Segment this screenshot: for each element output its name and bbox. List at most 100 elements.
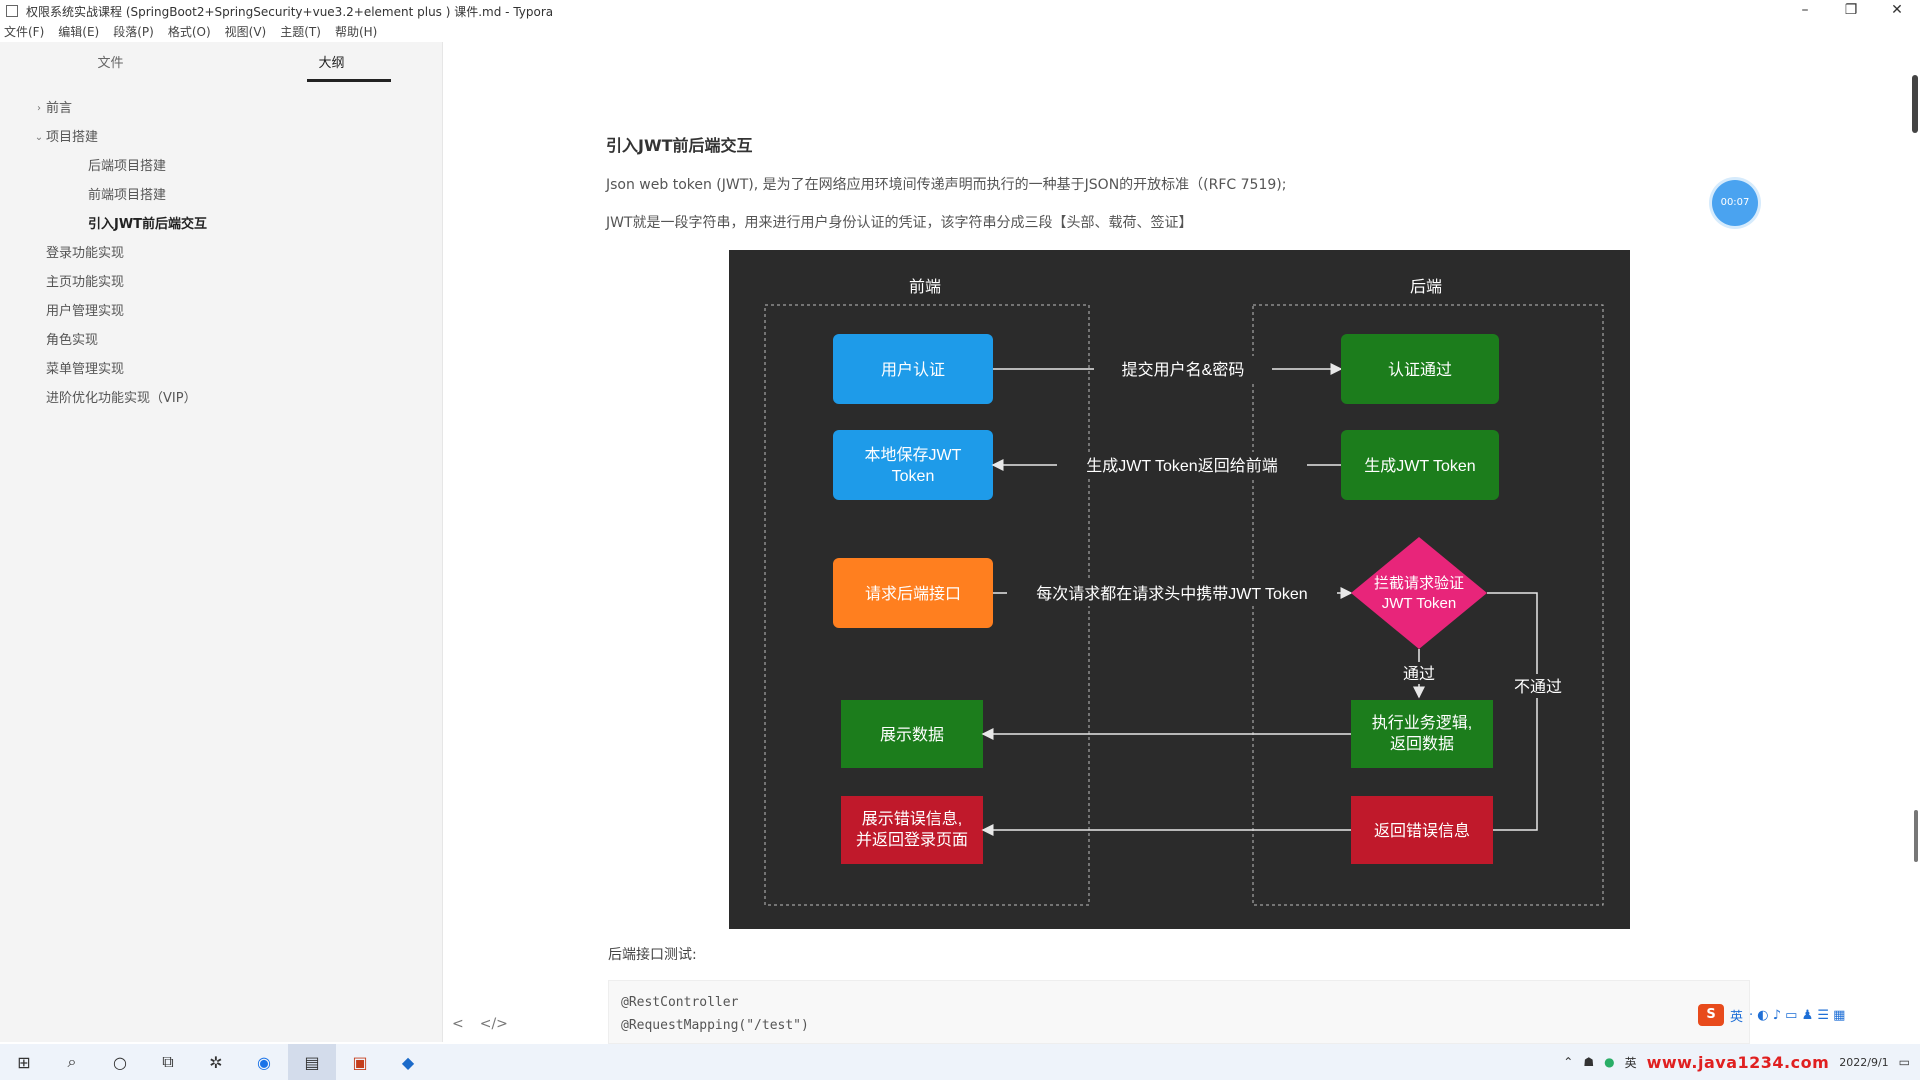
menu-help[interactable]: 帮助(H)	[334, 25, 378, 39]
auth-ok-node	[1341, 334, 1499, 404]
outline-item-backend-setup[interactable]: 后端项目搭建	[0, 152, 442, 181]
tab-files[interactable]: 文件	[97, 56, 124, 71]
intercept-decision-node	[1351, 537, 1487, 649]
carry-token-label-bg	[1007, 580, 1337, 606]
outline-item-project-setup[interactable]: ⌄ 项目搭建	[0, 123, 442, 152]
outline-item-label: 项目搭建	[46, 130, 99, 145]
request-api-node	[833, 558, 993, 628]
outline-item-login[interactable]: 登录功能实现	[0, 239, 442, 268]
menu-format[interactable]: 格式(O)	[167, 25, 211, 39]
outline-item-label: 前言	[46, 101, 73, 116]
outline-list: › 前言 ⌄ 项目搭建 后端项目搭建 前端项目搭建 引入JWT前后端交互 登录功…	[0, 86, 442, 413]
return-token-label: 生成JWT Token返回给前端	[1086, 457, 1277, 475]
exec-logic-node	[1351, 700, 1493, 768]
intercept-label-1: 拦截请求验证	[1374, 575, 1464, 592]
outline-item-label: 引入JWT前后端交互	[88, 217, 208, 232]
carry-token-label: 每次请求都在请求头中携带JWT Token	[1036, 585, 1307, 603]
outline-item-frontend-setup[interactable]: 前端项目搭建	[0, 181, 442, 210]
ime-tool-icons[interactable]: · ◐ ♪ ▭ ♟ ☰ ▦	[1749, 1007, 1846, 1023]
chevron-right-icon[interactable]: ›	[37, 103, 41, 114]
menu-paragraph[interactable]: 段落(P)	[113, 25, 154, 39]
tray-clock[interactable]: 2022/9/1	[1839, 1055, 1889, 1069]
search-icon[interactable]: ⌕	[67, 1052, 77, 1071]
sidebar-footer: < </>	[452, 1016, 508, 1032]
outline-item-label: 后端项目搭建	[88, 159, 167, 174]
notification-icon[interactable]: ▭	[1898, 1055, 1910, 1069]
return-token-label-bg	[1057, 452, 1307, 478]
typora-taskbar-icon[interactable]: ▤	[288, 1044, 336, 1080]
source-code-mode-icon[interactable]: </>	[479, 1016, 508, 1032]
menu-theme[interactable]: 主题(T)	[280, 25, 321, 39]
submit-label: 提交用户名&密码	[1122, 361, 1245, 379]
exec-logic-label-2: 返回数据	[1390, 735, 1454, 753]
title-bar: 权限系统实战课程 (SpringBoot2+SpringSecurity+vue…	[0, 0, 1920, 22]
outline-item-label: 前端项目搭建	[88, 188, 167, 203]
pass-label-bg	[1395, 662, 1443, 684]
scrollbar-thumb[interactable]	[1912, 75, 1918, 133]
ide-icon[interactable]: ◆	[401, 1052, 415, 1072]
outline-item-users[interactable]: 用户管理实现	[0, 297, 442, 326]
tray-language[interactable]: 英	[1624, 1055, 1637, 1070]
close-button[interactable]: ✕	[1891, 2, 1903, 18]
powerpoint-icon[interactable]: ▣	[352, 1052, 368, 1072]
sogou-logo-icon[interactable]: S	[1698, 1004, 1724, 1026]
scrollbar-thumb-secondary[interactable]	[1914, 810, 1918, 862]
outline-item-menus[interactable]: 菜单管理实现	[0, 355, 442, 384]
tray-chevron-up-icon[interactable]: ⌃	[1563, 1055, 1574, 1069]
outline-item-label: 登录功能实现	[46, 246, 125, 261]
windows-start-icon[interactable]: ⊞	[17, 1052, 31, 1072]
section-heading: 引入JWT前后端交互	[606, 136, 753, 155]
outline-item-advanced[interactable]: 进阶优化功能实现（VIP）	[0, 384, 442, 413]
exec-logic-label-1: 执行业务逻辑,	[1372, 714, 1472, 732]
jwt-flow-diagram: 前端 后端 用户认证 提交用户名&密码 认证通过 本地保存JWT Token 生…	[729, 250, 1630, 929]
paragraph-jwt-definition: Json web token (JWT), 是为了在网络应用环境间传递声明而执行…	[606, 177, 1287, 193]
pinwheel-app-icon[interactable]: ✲	[209, 1052, 223, 1072]
ime-toolbar: S 英 · ◐ ♪ ▭ ♟ ☰ ▦	[1698, 1004, 1845, 1026]
browser-icon[interactable]: ◉	[257, 1052, 271, 1072]
typora-app-icon	[6, 5, 18, 17]
outline-item-preface[interactable]: › 前言	[0, 94, 442, 123]
outline-item-label: 主页功能实现	[46, 275, 125, 290]
menu-file[interactable]: 文件(F)	[4, 25, 45, 39]
save-token-node	[833, 430, 993, 500]
pass-label: 通过	[1403, 665, 1435, 683]
collapse-sidebar-icon[interactable]: <	[452, 1016, 464, 1032]
frontend-title: 前端	[909, 278, 941, 296]
show-error-label-2: 并返回登录页面	[856, 831, 968, 849]
outline-item-label: 菜单管理实现	[46, 362, 125, 377]
menu-view[interactable]: 视图(V)	[224, 25, 267, 39]
outline-item-roles[interactable]: 角色实现	[0, 326, 442, 355]
sidebar-tabs: 文件 大纲	[0, 42, 442, 86]
ime-language[interactable]: 英	[1730, 1009, 1744, 1025]
backend-lane	[1252, 304, 1604, 906]
code-line: @RestController	[621, 995, 739, 1010]
intercept-label-2: JWT Token	[1382, 595, 1456, 612]
outline-item-jwt[interactable]: 引入JWT前后端交互	[0, 210, 442, 239]
tray-wechat-icon[interactable]: ●	[1604, 1055, 1615, 1069]
show-data-node	[841, 700, 983, 768]
fail-label: 不通过	[1514, 678, 1562, 696]
user-auth-node	[833, 334, 993, 404]
code-block[interactable]: @RestController @RequestMapping("/test")	[608, 980, 1750, 1044]
request-api-label: 请求后端接口	[865, 585, 961, 603]
code-section-label: 后端接口测试:	[608, 947, 697, 963]
jwt-flow-svg: 前端 后端 用户认证 提交用户名&密码 认证通过 本地保存JWT Token 生…	[729, 250, 1630, 929]
tray-network-icon[interactable]: ☗	[1583, 1055, 1595, 1069]
cortana-icon[interactable]: ○	[113, 1052, 127, 1072]
paragraph-jwt-structure: JWT就是一段字符串，用来进行用户身份认证的凭证，该字符串分成三段【头部、载荷、…	[606, 215, 1193, 231]
minimize-button[interactable]: –	[1801, 2, 1809, 18]
maximize-button[interactable]: ❐	[1844, 2, 1858, 18]
fail-arrow	[1473, 592, 1538, 836]
taskview-icon[interactable]: ⧉	[162, 1052, 174, 1071]
outline-item-label: 用户管理实现	[46, 304, 125, 319]
auth-ok-label: 认证通过	[1388, 361, 1452, 379]
tab-outline[interactable]: 大纲	[221, 42, 442, 86]
chevron-down-icon[interactable]: ⌄	[34, 132, 44, 143]
return-error-node	[1351, 796, 1493, 864]
save-token-label-2: Token	[892, 468, 935, 485]
window-title: 权限系统实战课程 (SpringBoot2+SpringSecurity+vue…	[26, 4, 554, 19]
menu-edit[interactable]: 编辑(E)	[58, 25, 100, 39]
system-tray: ⌃ ☗ ● 英 www.java1234.com 2022/9/1 ▭	[1563, 1053, 1920, 1072]
outline-item-home[interactable]: 主页功能实现	[0, 268, 442, 297]
timer-badge[interactable]: 00:07	[1712, 180, 1758, 226]
